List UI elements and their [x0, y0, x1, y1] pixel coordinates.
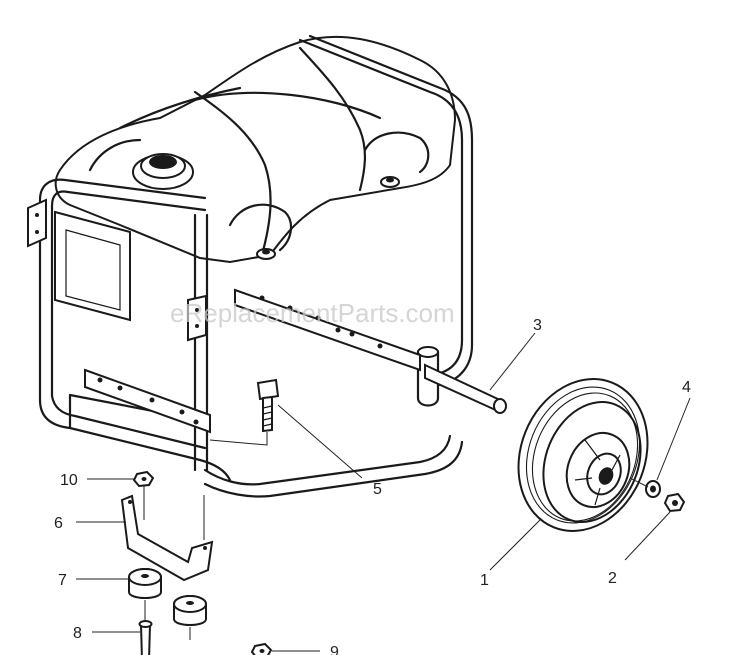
callout-5-number: 5: [373, 481, 382, 498]
callout-4-number: 4: [682, 379, 691, 396]
wheel-nut: [663, 492, 686, 513]
callout-5: 5: [277, 404, 382, 498]
bolt: [256, 378, 280, 433]
callouts: 1 2 3 4 5 6 7 8: [54, 317, 691, 655]
wheel: [517, 378, 649, 532]
callout-9: 9: [272, 644, 339, 655]
bracket-left-top: [27, 198, 47, 248]
wheel-hub: [565, 432, 631, 508]
tank-nut-right: [380, 176, 400, 188]
callout-7-number: 7: [58, 572, 67, 589]
base-rail-front: [84, 368, 211, 434]
base-rail-rear: [234, 288, 421, 372]
callout-9-number: 9: [330, 644, 339, 655]
foot-screw: [138, 620, 153, 655]
callout-3: 3: [489, 317, 542, 391]
callout-3-number: 3: [533, 317, 542, 334]
callout-2-number: 2: [608, 570, 617, 587]
rubber-foot-right: [173, 595, 207, 626]
foot-bracket: [120, 494, 214, 582]
rubber-foot-left: [128, 568, 162, 599]
tank-nut-left: [256, 248, 276, 260]
callout-6: 6: [54, 515, 126, 532]
callout-10: 10: [60, 472, 134, 489]
callout-8-number: 8: [73, 625, 82, 642]
callout-8: 8: [73, 625, 140, 642]
bracket-left-mid: [187, 294, 207, 342]
watermark: eReplacementParts.com: [170, 298, 455, 328]
callout-4: 4: [656, 379, 691, 481]
control-panel: [54, 210, 131, 322]
axle-shaft: [424, 363, 507, 414]
callout-1: 1: [480, 519, 541, 589]
washer: [645, 480, 661, 498]
top-nut: [132, 470, 155, 488]
callout-1-number: 1: [480, 572, 489, 589]
fuel-cap: [132, 153, 194, 190]
explode-lines: [143, 432, 649, 640]
foot-nut: [250, 642, 273, 655]
callout-10-number: 10: [60, 472, 78, 489]
callout-7: 7: [58, 572, 128, 589]
callout-2: 2: [608, 511, 671, 587]
callout-6-number: 6: [54, 515, 63, 532]
